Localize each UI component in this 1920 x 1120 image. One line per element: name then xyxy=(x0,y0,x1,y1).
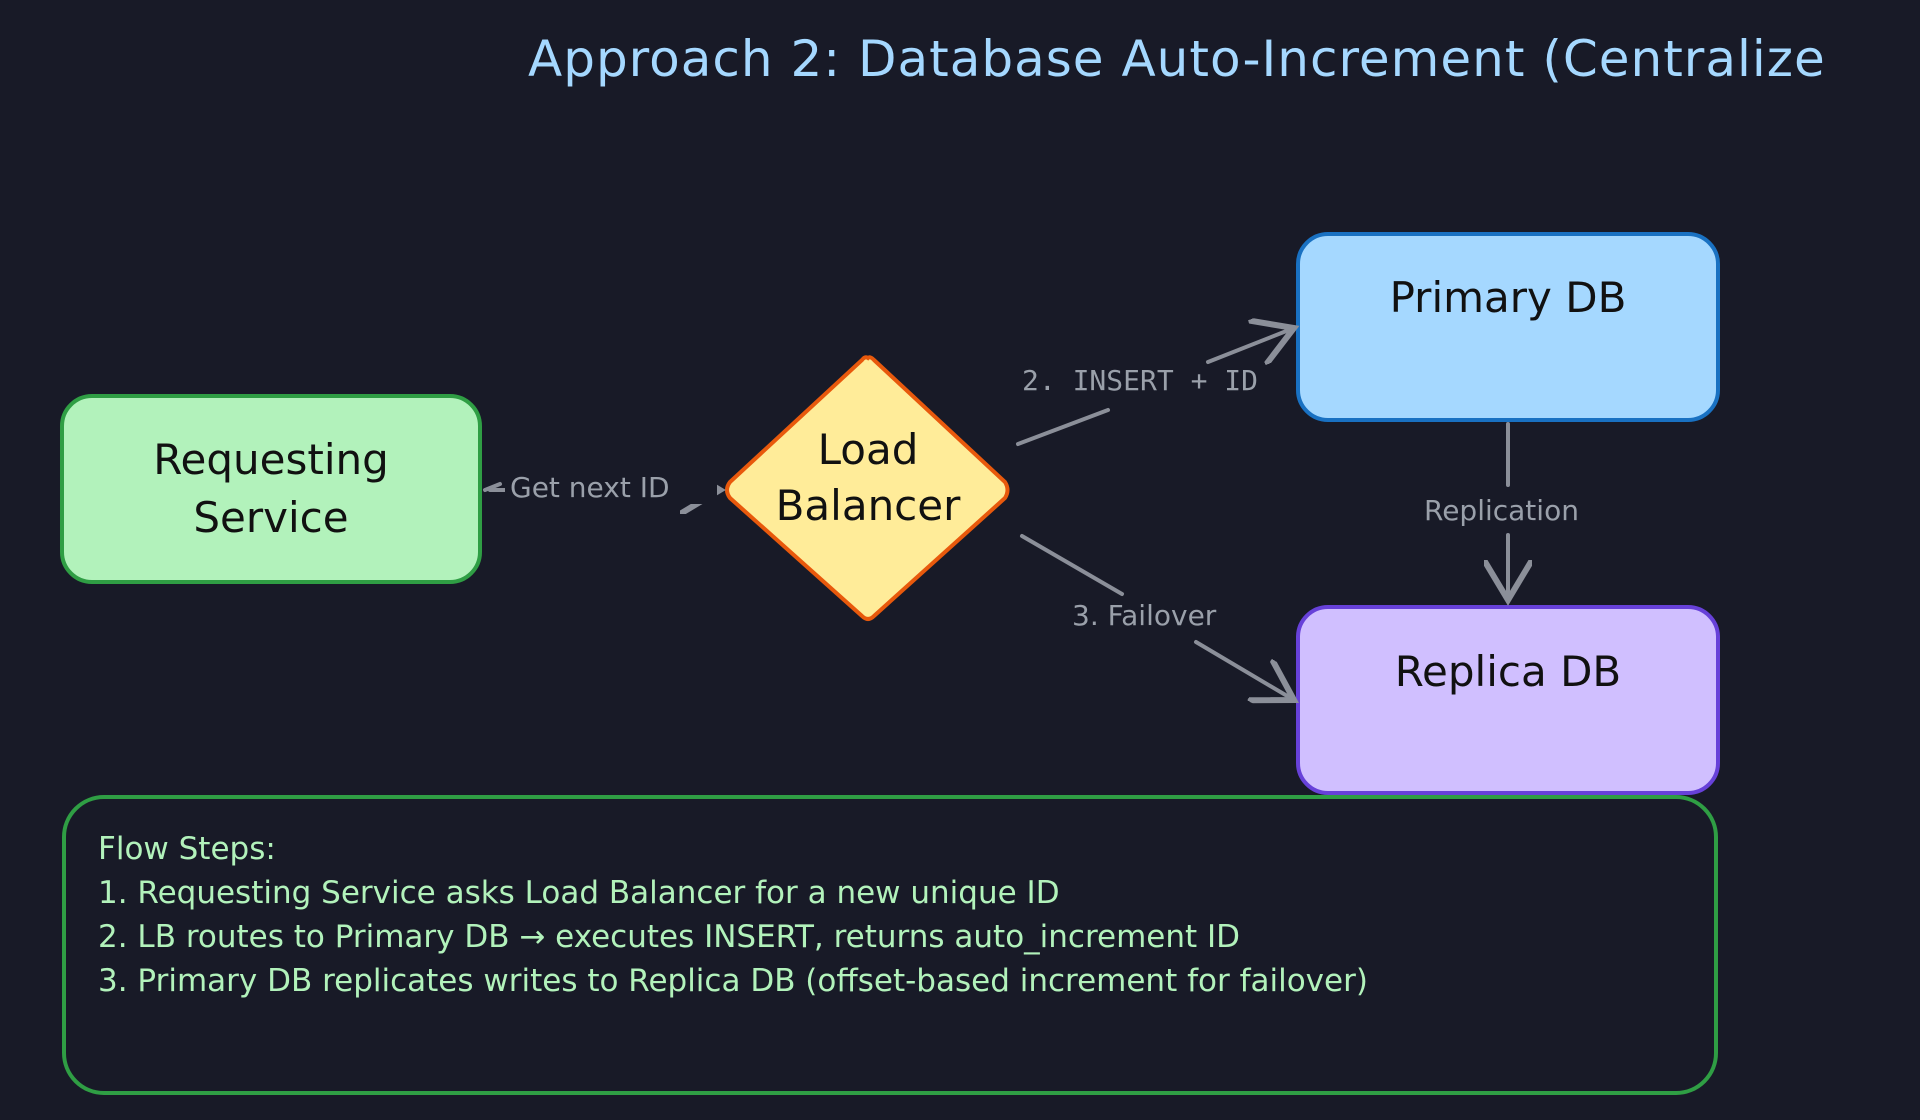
load-balancer-diamond xyxy=(725,355,1010,621)
replica-db-box xyxy=(1296,605,1720,795)
insert-arrow-segment1 xyxy=(1016,408,1110,446)
load-balancer-label-line1: Load xyxy=(818,425,919,474)
insert-arrow-segment2 xyxy=(1206,328,1294,362)
failover-label: 3. Failover xyxy=(1072,599,1217,632)
replica-db-label: Replica DB xyxy=(1395,647,1621,696)
flow-step-1: 1. Requesting Service asks Load Balancer… xyxy=(98,875,1060,911)
edge-insert-id: 2. INSERT + ID xyxy=(1016,328,1294,446)
get-next-id-label: Get next ID xyxy=(510,471,670,504)
flow-steps-box: Flow Steps: 1. Requesting Service asks L… xyxy=(62,795,1718,1095)
requesting-service-label-line1: Requesting xyxy=(153,435,389,484)
load-balancer-label-line2: Balancer xyxy=(776,481,962,530)
flow-step-2: 2. LB routes to Primary DB → executes IN… xyxy=(98,919,1241,955)
flow-steps-heading: Flow Steps: xyxy=(98,831,276,867)
requesting-service-label-line2: Service xyxy=(193,493,348,542)
replica-db-node[interactable]: Replica DB xyxy=(1296,605,1720,795)
requesting-service-node[interactable]: Requesting Service xyxy=(60,394,482,584)
get-next-id-tail xyxy=(483,482,502,492)
failover-arrow-segment2 xyxy=(1194,640,1294,700)
primary-db-label: Primary DB xyxy=(1390,273,1627,322)
requesting-service-box xyxy=(60,394,482,584)
insert-id-label: 2. INSERT + ID xyxy=(1022,364,1258,397)
load-balancer-node[interactable]: Load Balancer xyxy=(725,355,1010,621)
failover-arrow-segment1 xyxy=(1020,534,1124,596)
primary-db-box xyxy=(1296,232,1720,422)
flow-step-3: 3. Primary DB replicates writes to Repli… xyxy=(98,963,1368,999)
diagram-title: Approach 2: Database Auto-Increment (Cen… xyxy=(528,30,1826,88)
edge-get-next-id: Get next ID xyxy=(483,466,720,504)
edge-replication: Replication xyxy=(1424,422,1579,600)
primary-db-node[interactable]: Primary DB xyxy=(1296,232,1720,422)
replication-label: Replication xyxy=(1424,494,1579,527)
get-next-id-label-bg xyxy=(505,466,717,504)
edge-failover: 3. Failover xyxy=(1020,534,1294,700)
